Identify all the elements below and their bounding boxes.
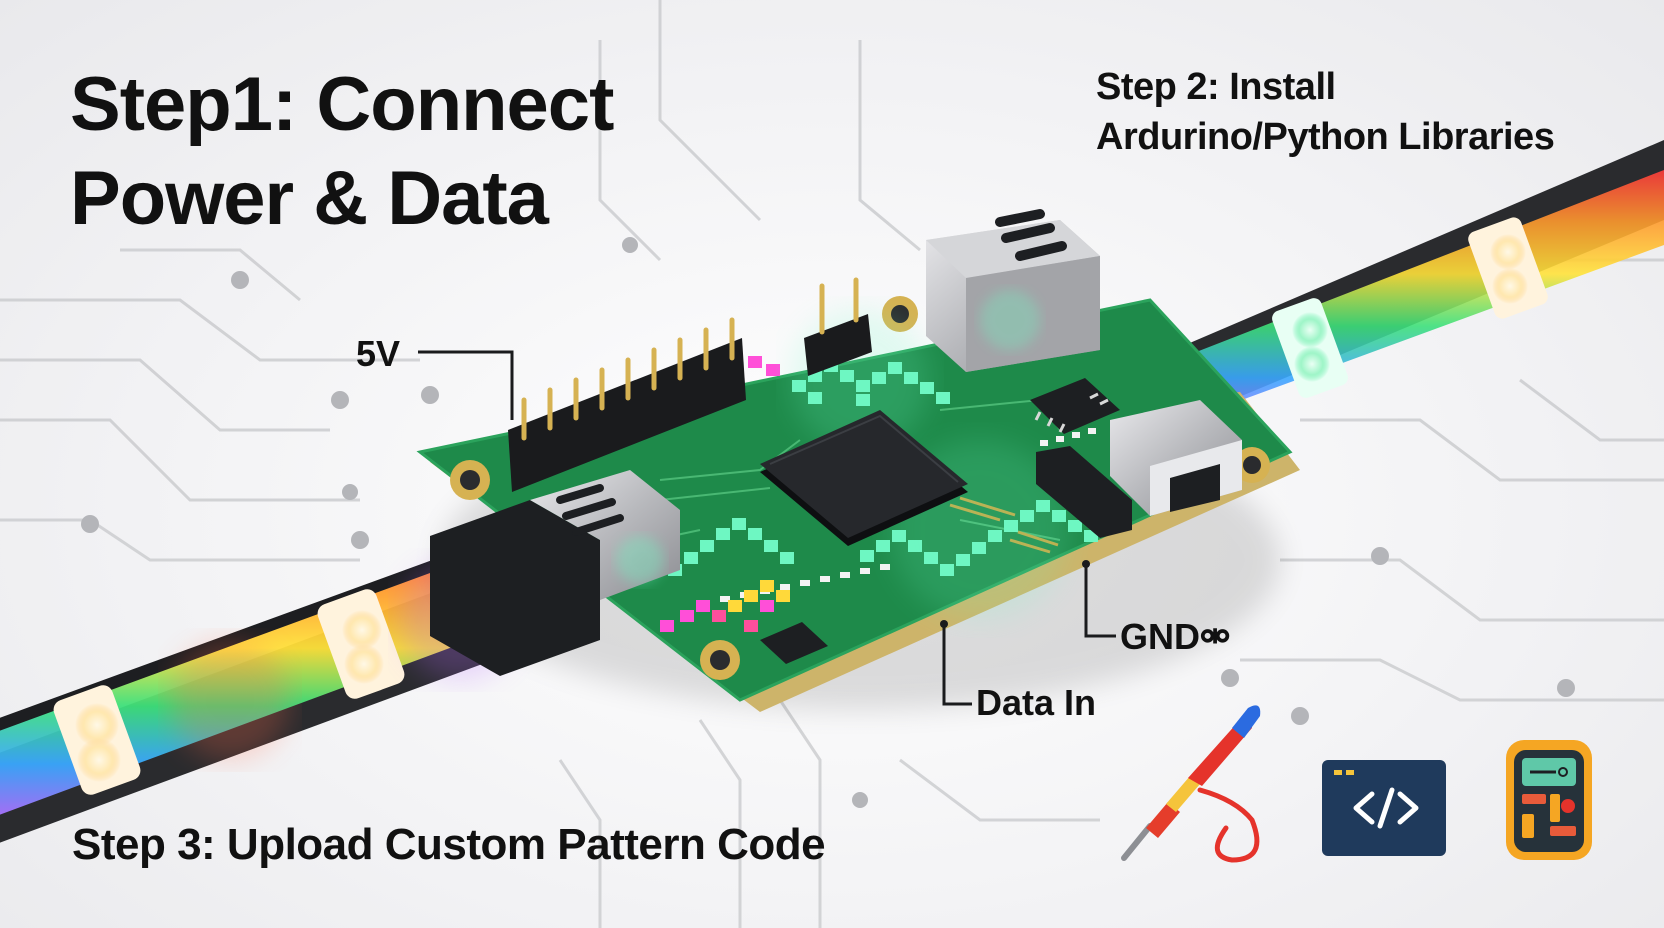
leader-gnd [1084, 564, 1116, 638]
step1-title: Step1: Connect Power & Data [70, 58, 614, 246]
leader-data-in [942, 624, 972, 706]
step1-title-line1: Step1: Connect [70, 62, 614, 147]
led-strip-right [1100, 140, 1664, 430]
step2-title: Step 2: Install Ardurino/Python Librarie… [1096, 62, 1555, 162]
pin-label-5v: 5V [356, 333, 401, 374]
small-ic [1030, 378, 1120, 434]
switch-block [1036, 446, 1132, 538]
step3-title: Step 3: Upload Custom Pattern Code [72, 820, 826, 869]
led-strip-left [0, 528, 520, 843]
pin-label-gnd-text: GND [1120, 616, 1200, 657]
microcontroller-chip [760, 410, 968, 546]
calculator-icon [1506, 740, 1592, 860]
step1-title-line2: Power & Data [70, 156, 549, 241]
usb-connector-top [926, 209, 1100, 372]
soldering-iron-icon [1121, 705, 1261, 863]
code-editor-icon [1322, 760, 1446, 856]
pin-leaders [418, 350, 1116, 706]
step2-title-line2: Ardurino/Python Libraries [1096, 116, 1555, 158]
usb-connector-right [1110, 400, 1242, 516]
pin-label-gnd: GND⚮ [1120, 617, 1230, 657]
background-vias [81, 237, 1575, 808]
step2-title-line1: Step 2: Install [1096, 66, 1336, 108]
ground-glyph-icon: ⚮ [1200, 616, 1231, 657]
strip-connector-left [430, 470, 680, 676]
pin-header [508, 277, 872, 492]
leader-5v [418, 350, 514, 420]
pin-label-data-in: Data In [976, 682, 1097, 723]
small-ic-bottom [760, 622, 828, 664]
